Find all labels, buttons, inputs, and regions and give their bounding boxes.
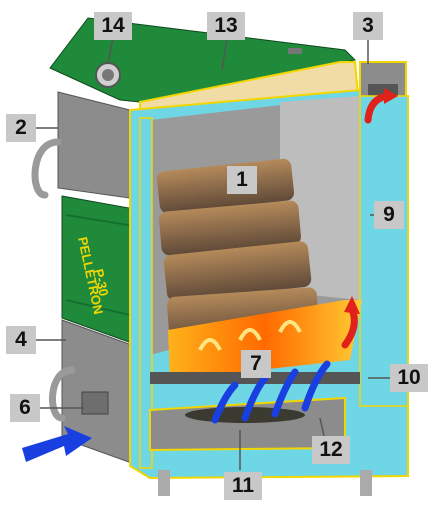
grate: [150, 372, 360, 384]
label-10: 10: [390, 364, 428, 392]
air-damper: [81, 391, 109, 415]
label-1: 1: [227, 166, 257, 194]
boiler-leg: [360, 470, 372, 496]
label-2: 2: [6, 114, 36, 142]
upper-door-panel: [57, 91, 131, 199]
fire-bed: [168, 300, 362, 380]
label-9: 9: [374, 201, 404, 229]
label-3: 3: [353, 12, 383, 40]
label-11: 11: [224, 472, 262, 500]
door-model-text: P-30: [91, 268, 111, 298]
label-14: 14: [94, 12, 132, 40]
wood-logs: [156, 158, 319, 343]
label-6: 6: [10, 394, 40, 422]
air-flow-arrows: [211, 360, 331, 424]
primary-air-inlet-arrow: [22, 426, 92, 462]
label-12: 12: [312, 436, 350, 464]
label-7: 7: [241, 350, 271, 378]
upper-door-handle: [31, 138, 62, 199]
boiler-leg: [158, 470, 170, 496]
label-4: 4: [6, 326, 36, 354]
label-13: 13: [207, 12, 245, 40]
lower-door-handle: [49, 366, 76, 422]
